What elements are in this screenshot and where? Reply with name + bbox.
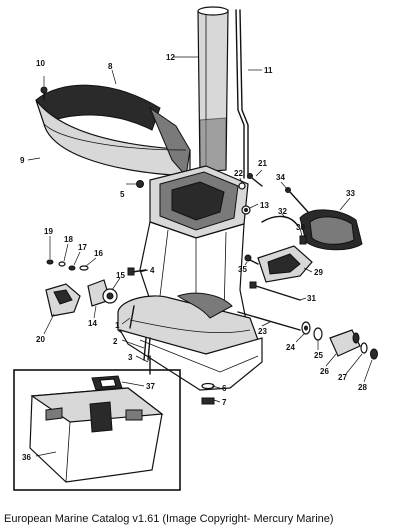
callout-17: 17 bbox=[78, 243, 87, 252]
nut-7-part bbox=[201, 397, 215, 405]
callout-25: 25 bbox=[314, 351, 323, 360]
callout-26: 26 bbox=[320, 367, 329, 376]
nut-28-part bbox=[370, 348, 378, 360]
callout-6: 6 bbox=[222, 384, 227, 393]
cover-plate-33-part bbox=[299, 209, 363, 251]
screw-10-part bbox=[40, 86, 48, 101]
callout-31: 31 bbox=[307, 294, 316, 303]
washer-27-part bbox=[360, 342, 368, 354]
fastener-21-part bbox=[247, 173, 263, 187]
callout-34: 34 bbox=[276, 173, 285, 182]
callout-23: 23 bbox=[258, 327, 267, 336]
callout-14: 14 bbox=[88, 319, 97, 328]
screw-35-part bbox=[244, 254, 259, 265]
washer-16-part bbox=[79, 265, 89, 271]
washer-24-part bbox=[301, 321, 311, 335]
callout-20: 20 bbox=[36, 335, 45, 344]
callout-37: 37 bbox=[146, 382, 155, 391]
callout-9: 9 bbox=[20, 156, 25, 165]
screw-4-part bbox=[127, 267, 147, 276]
callout-12: 12 bbox=[166, 53, 175, 62]
callout-28: 28 bbox=[358, 383, 367, 392]
anode-26-part bbox=[329, 329, 361, 357]
callout-32: 32 bbox=[278, 207, 287, 216]
callout-10: 10 bbox=[36, 59, 45, 68]
callout-4: 4 bbox=[150, 266, 155, 275]
stud-23-part bbox=[237, 311, 301, 331]
callout-19: 19 bbox=[44, 227, 53, 236]
stud-2-part bbox=[143, 337, 151, 361]
callout-27: 27 bbox=[338, 373, 347, 382]
screw-34-part bbox=[285, 187, 309, 213]
nut-17-part bbox=[68, 265, 76, 271]
callout-36: 36 bbox=[22, 453, 31, 462]
callout-8: 8 bbox=[108, 62, 113, 71]
callout-5: 5 bbox=[120, 190, 125, 199]
callout-7: 7 bbox=[222, 398, 227, 407]
washer-6-part bbox=[201, 382, 215, 390]
stud-31-part bbox=[249, 281, 301, 301]
callout-13: 13 bbox=[260, 201, 269, 210]
fastener-22-part bbox=[238, 182, 246, 190]
grommet-13-part bbox=[241, 205, 251, 215]
shroud-cover-part bbox=[35, 84, 191, 178]
callout-22: 22 bbox=[234, 169, 243, 178]
grommet-15-part bbox=[102, 288, 118, 304]
fitting-30-part bbox=[299, 235, 307, 245]
bracket-20-part bbox=[45, 283, 81, 317]
callout-33: 33 bbox=[346, 189, 355, 198]
nut-25-part bbox=[313, 327, 323, 341]
screw-5-part bbox=[136, 180, 144, 188]
washer-18-part bbox=[58, 261, 66, 267]
callout-11: 11 bbox=[264, 66, 273, 75]
stud-1-part bbox=[129, 305, 135, 329]
driveshaft-housing-part bbox=[117, 165, 263, 391]
exhaust-tube-part bbox=[197, 6, 229, 173]
callout-30: 30 bbox=[296, 223, 305, 232]
nut-19-part bbox=[46, 259, 54, 265]
callout-15: 15 bbox=[116, 271, 125, 280]
callout-29: 29 bbox=[314, 268, 323, 277]
callout-18: 18 bbox=[64, 235, 73, 244]
image-caption: European Marine Catalog v1.61 (Image Cop… bbox=[4, 513, 334, 525]
callout-16: 16 bbox=[94, 249, 103, 258]
inset-box bbox=[13, 369, 181, 491]
water-tube-part bbox=[235, 9, 249, 179]
callout-21: 21 bbox=[258, 159, 267, 168]
pickup-housing-29-part bbox=[257, 245, 313, 283]
leader-lines bbox=[27, 56, 373, 457]
callout-35: 35 bbox=[238, 265, 247, 274]
callout-labels: 12 11 8 10 9 5 13 21 22 34 33 32 30 35 2… bbox=[20, 53, 367, 462]
callout-1: 1 bbox=[115, 321, 120, 330]
callout-24: 24 bbox=[286, 343, 295, 352]
hose-32-part bbox=[261, 215, 299, 227]
callout-2: 2 bbox=[113, 337, 118, 346]
callout-3: 3 bbox=[128, 353, 133, 362]
exploded-parts-diagram: 12 11 8 10 9 5 13 21 22 34 33 32 30 35 2… bbox=[13, 6, 378, 491]
